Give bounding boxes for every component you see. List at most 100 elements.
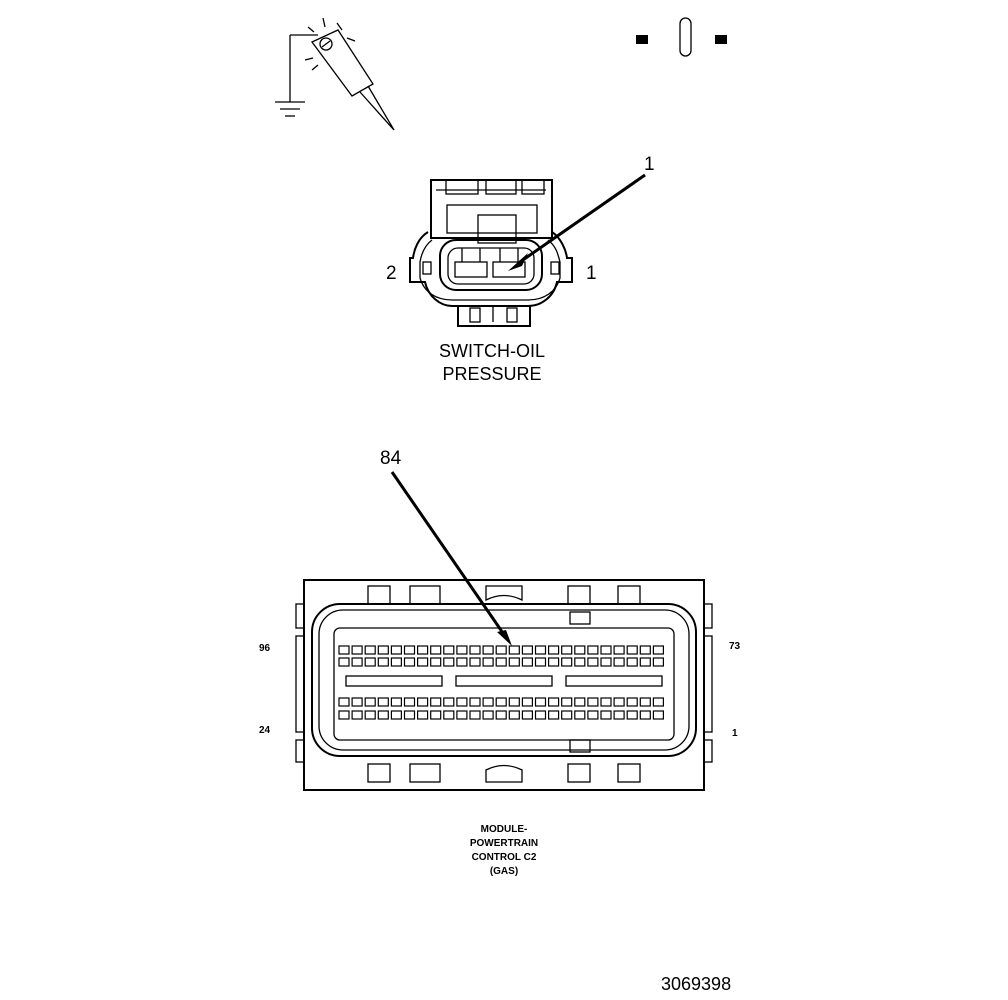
pcm-pin-cavity bbox=[430, 645, 442, 655]
pcm-pin-cavity bbox=[430, 697, 442, 707]
pcm-pin-cavity bbox=[482, 657, 494, 667]
pcm-pin-cavity bbox=[613, 645, 625, 655]
pcm-pin-cavity bbox=[390, 645, 402, 655]
pcm-pin-cavity bbox=[547, 645, 560, 655]
pcm-pin-cavity bbox=[495, 697, 507, 707]
figure-id: 3069398 bbox=[661, 974, 731, 994]
pcm-pin-cavity bbox=[417, 657, 429, 667]
pcm-pin-cavity bbox=[456, 645, 468, 655]
pcm-pin-cavity bbox=[351, 645, 363, 655]
pcm-pin-cavity bbox=[364, 710, 376, 720]
oil-switch-callout-label: 1 bbox=[644, 154, 655, 175]
ground-test-probe-icon bbox=[275, 17, 395, 131]
pcm-pin-cavity bbox=[600, 697, 612, 707]
pcm-c2-connector bbox=[295, 579, 713, 791]
oil-switch-pin-2-label: 2 bbox=[386, 263, 397, 284]
pcm-pin-cavity bbox=[574, 657, 586, 667]
pcm-pin-cavity bbox=[561, 697, 573, 707]
pcm-name-line-2: POWERTRAIN bbox=[470, 838, 538, 849]
pcm-pin-cavity bbox=[417, 645, 429, 655]
pcm-pin-cavity bbox=[443, 657, 455, 667]
pcm-pin-cavity bbox=[443, 645, 455, 655]
pcm-pin-cavity bbox=[456, 657, 468, 667]
pcm-pin-cavity bbox=[417, 697, 429, 707]
pcm-pin-cavity bbox=[521, 697, 534, 707]
pcm-pin-cavity bbox=[639, 697, 651, 707]
pcm-pin-cavity bbox=[417, 710, 429, 720]
oil-switch-callout-leader bbox=[508, 173, 646, 271]
pcm-pin-cavity bbox=[521, 710, 534, 720]
pcm-pin-cavity bbox=[652, 710, 665, 720]
pcm-callout-label: 84 bbox=[380, 448, 402, 469]
pcm-pin-cavity bbox=[626, 645, 638, 655]
oil-switch-name-line-2: PRESSURE bbox=[442, 364, 541, 384]
pcm-pin-cavity bbox=[639, 657, 651, 667]
pcm-pin-cavity bbox=[469, 697, 481, 707]
pcm-pin-cavity bbox=[626, 710, 638, 720]
pcm-pin-cavity bbox=[482, 710, 494, 720]
pcm-pin-cavity bbox=[547, 657, 560, 667]
pcm-pin-cavity bbox=[377, 710, 389, 720]
pcm-pin-cavity bbox=[469, 645, 481, 655]
pcm-pin-cavity bbox=[469, 657, 481, 667]
pcm-pin-cavity bbox=[338, 710, 350, 720]
pcm-pin-cavity bbox=[574, 645, 586, 655]
pcm-pin-cavity bbox=[521, 657, 534, 667]
pcm-pin-1-label: 1 bbox=[732, 728, 738, 739]
pcm-pin-cavity bbox=[495, 657, 507, 667]
pcm-pin-cavity bbox=[430, 710, 442, 720]
oil-pressure-switch-connector bbox=[409, 179, 573, 327]
pcm-pin-cavity bbox=[351, 657, 363, 667]
pcm-pin-cavity bbox=[377, 657, 389, 667]
pcm-pin-96-label: 96 bbox=[259, 643, 271, 654]
pcm-pin-cavity bbox=[482, 697, 494, 707]
pcm-callout-leader bbox=[390, 471, 512, 646]
pcm-pin-cavity bbox=[351, 710, 363, 720]
pcm-pin-cavity bbox=[495, 710, 507, 720]
pcm-pin-cavity bbox=[534, 710, 547, 720]
pcm-pin-cavity bbox=[600, 657, 612, 667]
pcm-pin-cavity bbox=[587, 645, 599, 655]
pcm-name-line-3: CONTROL C2 bbox=[472, 852, 537, 863]
pcm-pin-cavity bbox=[364, 657, 376, 667]
pcm-pin-cavity bbox=[338, 657, 350, 667]
pcm-pin-cavity bbox=[469, 710, 481, 720]
pcm-pin-cavity bbox=[587, 710, 599, 720]
pcm-pin-cavity bbox=[403, 697, 416, 707]
pcm-pin-cavity bbox=[561, 657, 573, 667]
pcm-pin-cavity bbox=[508, 657, 520, 667]
pcm-pin-cavity bbox=[338, 645, 350, 655]
pcm-pin-cavity bbox=[534, 657, 547, 667]
pcm-pin-cavity bbox=[626, 657, 638, 667]
pcm-pin-cavity bbox=[338, 697, 350, 707]
pcm-pin-cavity bbox=[587, 697, 599, 707]
pcm-pin-cavity bbox=[456, 697, 468, 707]
pcm-pin-cavity bbox=[547, 710, 560, 720]
pcm-pin-cavity bbox=[639, 710, 651, 720]
pcm-pin-cavity bbox=[390, 697, 402, 707]
pcm-pin-cavity bbox=[561, 645, 573, 655]
pcm-pin-cavity bbox=[587, 657, 599, 667]
oil-switch-name-line-1: SWITCH-OIL bbox=[439, 341, 545, 361]
pcm-pin-cavity bbox=[547, 697, 560, 707]
pcm-pin-grid bbox=[338, 645, 665, 720]
pcm-pin-cavity bbox=[495, 645, 507, 655]
pcm-pin-cavity bbox=[639, 645, 651, 655]
pcm-pin-cavity bbox=[561, 710, 573, 720]
pcm-pin-cavity bbox=[626, 697, 638, 707]
pcm-pin-cavity bbox=[652, 645, 665, 655]
pcm-pin-cavity bbox=[613, 710, 625, 720]
pcm-name-line-4: (GAS) bbox=[490, 866, 518, 877]
pcm-pin-cavity bbox=[482, 645, 494, 655]
pcm-pin-cavity bbox=[403, 657, 416, 667]
pcm-pin-cavity bbox=[443, 697, 455, 707]
pcm-pin-cavity bbox=[430, 657, 442, 667]
pcm-pin-cavity bbox=[364, 697, 376, 707]
fuse-jumper-icon bbox=[636, 17, 727, 57]
pcm-pin-cavity bbox=[377, 645, 389, 655]
pcm-pin-cavity bbox=[521, 645, 534, 655]
pcm-pin-cavity bbox=[403, 645, 416, 655]
pcm-pin-73-label: 73 bbox=[729, 641, 741, 652]
pcm-pin-cavity bbox=[351, 697, 363, 707]
pcm-pin-cavity bbox=[652, 697, 665, 707]
